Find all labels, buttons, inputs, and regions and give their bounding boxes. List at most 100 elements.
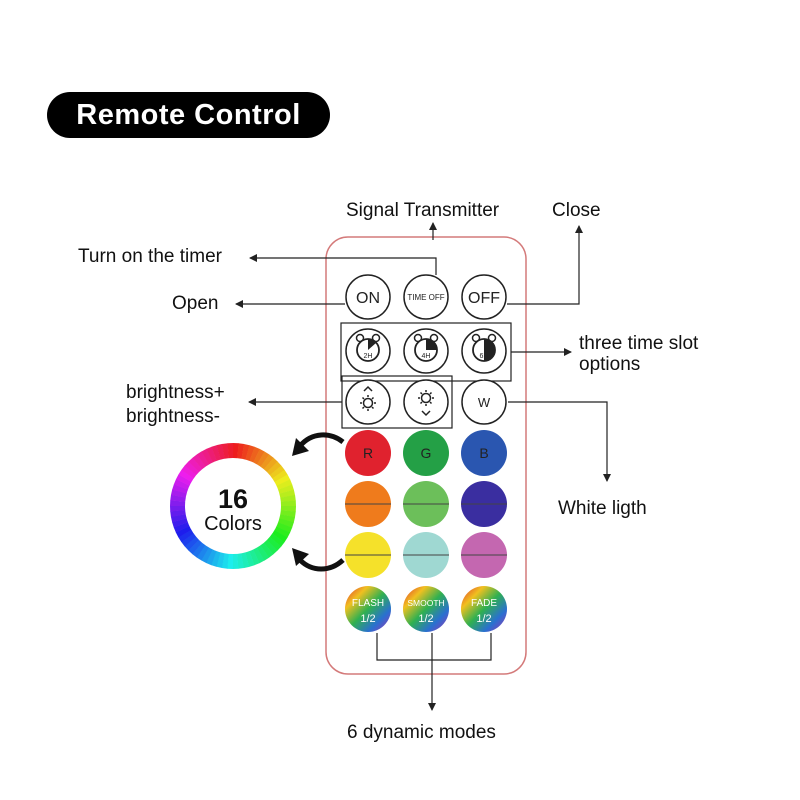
red-button-label: R [363, 445, 373, 461]
open-label: Open [172, 293, 219, 314]
fade-button[interactable]: FADE 1/2 [461, 586, 507, 632]
color-ring-segment [216, 443, 226, 464]
orange-button[interactable] [345, 481, 391, 527]
flash-button[interactable]: FLASH 1/2 [345, 586, 391, 632]
time-slot-label-line1: three time slot [579, 333, 699, 354]
color-ring-segment [275, 513, 296, 523]
title-text: Remote Control [76, 98, 301, 131]
white-button-label: W [478, 395, 491, 410]
light-green-button[interactable] [403, 481, 449, 527]
color-ring-segment [276, 500, 296, 507]
color-ring-segment [201, 448, 215, 468]
timer-2h-button[interactable]: 2H [345, 328, 391, 374]
color-ring-segment [272, 479, 293, 492]
green-button-label: G [421, 445, 432, 461]
smooth-button-sub: 1/2 [418, 613, 433, 625]
color-ring-segment [175, 524, 195, 538]
off-button-label: OFF [468, 290, 500, 307]
timer-4h-label: 4H [422, 353, 431, 360]
aqua-button[interactable] [403, 532, 449, 578]
timer-off-button[interactable]: TIME OFF [403, 274, 449, 320]
color-ring-segment [232, 549, 239, 569]
color-ring-segment [272, 521, 293, 533]
timer-2h-label: 2H [364, 353, 373, 360]
timer-4h-button[interactable]: 4H [403, 328, 449, 374]
color-ring-segment [170, 509, 190, 517]
remote-body [325, 236, 527, 675]
color-ring-segment [236, 549, 244, 569]
blue-button-label: B [479, 445, 488, 461]
color-ring-segment [248, 446, 260, 467]
colors-badge-number: 16 [217, 484, 249, 514]
time-slot-label-line2: options [579, 354, 641, 375]
color-ring-segment [274, 484, 294, 495]
color-ring-segment [276, 509, 296, 518]
brightness-up-button[interactable] [345, 379, 391, 425]
off-button[interactable]: OFF [461, 274, 507, 320]
color-ring-segment [173, 479, 194, 491]
pink-button[interactable] [461, 532, 507, 578]
green-button[interactable]: G [403, 430, 449, 476]
color-ring-segment [275, 489, 296, 499]
leader-lines [235, 222, 611, 711]
color-ring-segment [236, 443, 245, 463]
color-ring-segment [221, 549, 230, 569]
color-ring-segment [240, 443, 250, 464]
color-ring-segment [211, 547, 222, 567]
color-ring-segment [240, 548, 250, 569]
fade-button-label: FADE [471, 598, 497, 609]
color-ring-segment [211, 445, 222, 465]
smooth-button-label: SMOOTH [407, 598, 444, 608]
white-light-label: White ligth [558, 498, 647, 519]
color-ring-segment [206, 545, 218, 566]
color-ring-segment [170, 494, 190, 503]
flash-button-label: FLASH [352, 598, 384, 609]
color-ring-segment [175, 474, 195, 488]
flash-button-sub: 1/2 [360, 613, 375, 625]
color-ring-segment [244, 445, 255, 465]
fade-button-sub: 1/2 [476, 613, 491, 625]
title-badge: Remote Control [47, 92, 330, 138]
color-ring-segment [227, 443, 234, 463]
color-ring-segment [172, 484, 192, 495]
on-button[interactable]: ON [345, 274, 391, 320]
color-ring-segment [271, 474, 291, 488]
red-button[interactable]: R [345, 430, 391, 476]
brightness-up-icon [360, 385, 376, 411]
timer-label: Turn on the timer [78, 246, 222, 267]
color-ring-segment [170, 505, 190, 512]
color-ring-segment [271, 524, 291, 538]
color-ring-segment [251, 544, 265, 564]
blue-button[interactable]: B [461, 430, 507, 476]
timer-6h-button[interactable]: 6H [461, 328, 507, 374]
color-ring-segment [173, 520, 194, 533]
color-ring-segment [201, 544, 215, 564]
clock-icon [413, 333, 439, 362]
color-ring-center [185, 458, 281, 554]
white-button[interactable]: W [461, 379, 507, 425]
color-ring-segment [170, 513, 191, 523]
timer-off-button-label: TIME OFF [407, 293, 444, 302]
color-ring-segment [170, 489, 191, 499]
color-ring-segment [274, 517, 294, 528]
signal-transmitter-label: Signal Transmitter [346, 200, 500, 221]
indigo-button[interactable] [461, 481, 507, 527]
clock-icon [355, 333, 381, 362]
color-ring-segment [216, 548, 226, 569]
dynamic-modes-label: 6 dynamic modes [347, 722, 496, 743]
brightness-down-button[interactable] [403, 379, 449, 425]
color-ring-segment [276, 495, 296, 503]
smooth-button[interactable]: SMOOTH 1/2 [403, 586, 449, 632]
color-ring-segment [247, 545, 260, 566]
brightness-plus-label: brightness+ [126, 382, 225, 403]
color-ring-segment [172, 517, 192, 528]
yellow-button[interactable] [345, 532, 391, 578]
clock-icon [471, 333, 497, 362]
colors-badge-word: Colors [204, 513, 262, 535]
color-ring [170, 443, 296, 569]
on-button-label: ON [356, 290, 380, 307]
curved-arrow-icon [292, 548, 345, 572]
brightness-minus-label: brightness- [126, 406, 220, 427]
color-ring-segment [251, 448, 265, 468]
